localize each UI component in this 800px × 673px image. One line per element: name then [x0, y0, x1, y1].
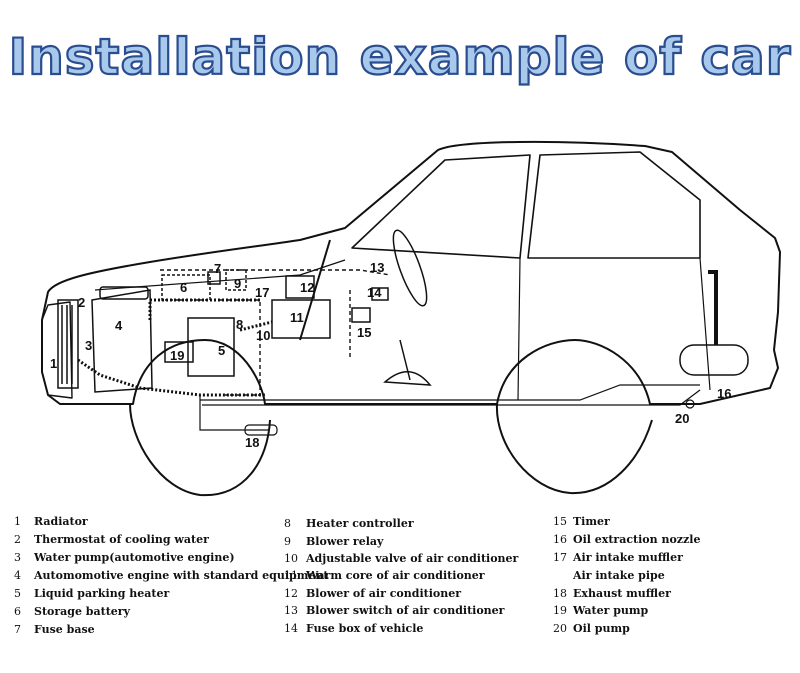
legend-item-2: 2 Thermostat of cooling water [14, 532, 209, 548]
legend-item-15: 15 Timer [553, 514, 610, 530]
legend-number: 15 [553, 515, 567, 528]
legend-text: Thermostat of cooling water [34, 533, 209, 546]
legend-number: 4 [14, 569, 21, 582]
legend-text: Air intake pipe [573, 569, 665, 582]
coolant-hoses [77, 298, 273, 397]
legend-number: 14 [284, 622, 298, 635]
legend-text: Exhaust muffler [573, 587, 671, 600]
heater-unit-shape [187, 317, 235, 377]
legend-item-16: 16 Oil extraction nozzle [553, 532, 700, 548]
legend-text: Storage battery [34, 605, 130, 618]
callout-18: 18 [245, 435, 259, 450]
callout-13: 13 [370, 260, 384, 275]
callout-5: 5 [218, 343, 225, 358]
legend-text: Blower relay [306, 535, 384, 548]
legend-number: 9 [284, 535, 291, 548]
legend-text: Oil extraction nozzle [573, 533, 701, 546]
legend-number: 12 [284, 587, 298, 600]
legend-item-3: 3 Water pump(automotive engine) [14, 550, 235, 566]
car-body [41, 140, 781, 497]
legend-text: Air intake muffler [573, 551, 683, 564]
legend-number: 18 [553, 587, 567, 600]
legend-number: 16 [553, 533, 567, 546]
legend-number: 13 [284, 604, 298, 617]
legend-number: 2 [14, 533, 21, 546]
callout-16: 16 [717, 386, 731, 401]
legend-number: 19 [553, 604, 567, 617]
legend-number: 8 [284, 517, 291, 530]
legend-text: Water pump [573, 604, 649, 617]
legend-item-5: 5 Liquid parking heater [14, 586, 169, 602]
legend-text: Liquid parking heater [34, 587, 170, 600]
legend-text: Fuse box of vehicle [306, 622, 424, 635]
legend-number: 10 [284, 552, 298, 565]
legend-item-7: 7 Fuse base [14, 622, 95, 638]
legend-text: Warm core of air conditioner [306, 569, 485, 582]
callout-15: 15 [357, 325, 371, 340]
legend-item-13: 13 Blower switch of air conditioner [284, 603, 504, 619]
callout-6: 6 [180, 280, 187, 295]
callout-labels: 1 2 3 4 5 6 7 8 9 10 11 12 13 14 15 16 1… [50, 260, 731, 450]
legend-item-18: 18 Exhaust muffler [553, 586, 671, 602]
legend-text: Oil pump [573, 622, 630, 635]
fuel-line [199, 384, 701, 436]
callout-17: 17 [255, 285, 269, 300]
legend-text: Fuse base [34, 623, 95, 636]
callout-20: 20 [675, 411, 689, 426]
legend-item-17: 17 Air intake muffler [553, 550, 683, 566]
callout-9: 9 [234, 276, 241, 291]
legend-item-20: 20 Oil pump [553, 621, 630, 637]
legend-text: Water pump(automotive engine) [34, 551, 235, 564]
legend-number: 7 [14, 623, 21, 636]
callout-2: 2 [78, 295, 85, 310]
legend-text: Radiator [34, 515, 88, 528]
legend-item-8: 8 Heater controller [284, 516, 414, 532]
legend-item-4: 4 Automomotive engine with standard equip… [14, 568, 328, 584]
callout-12: 12 [300, 280, 314, 295]
legend-number: 3 [14, 551, 21, 564]
legend-item-12: 12 Blower of air conditioner [284, 586, 461, 602]
callout-3: 3 [85, 338, 92, 353]
legend-text: Automomotive engine with standard equipm… [34, 569, 329, 582]
radiator-shape [57, 299, 79, 389]
legend-number: 17 [553, 551, 567, 564]
legend-number: 5 [14, 587, 21, 600]
legend-number: 1 [14, 515, 21, 528]
legend-number: 20 [553, 622, 567, 635]
legend-text: Heater controller [306, 517, 414, 530]
diagram-title: Installation example of car [7, 27, 792, 87]
legend-number: 6 [14, 605, 21, 618]
wiring-lines [160, 269, 391, 396]
legend-item-14: 14 Fuse box of vehicle [284, 621, 423, 637]
callout-7: 7 [214, 261, 221, 276]
legend-text: Blower switch of air conditioner [306, 604, 505, 617]
legend-item-17b: Air intake pipe [553, 568, 665, 584]
legend-number: 11 [284, 569, 298, 582]
callout-14: 14 [367, 285, 382, 300]
engine-bay-components [57, 229, 749, 393]
legend-item-10: 10 Adjustable valve of air conditioner [284, 551, 518, 567]
legend-item-11: 11 Warm core of air conditioner [284, 568, 485, 584]
legend-item-9: 9 Blower relay [284, 534, 383, 550]
callout-10: 10 [256, 328, 270, 343]
callout-1: 1 [50, 356, 57, 371]
legend-text: Blower of air conditioner [306, 587, 462, 600]
callout-8: 8 [236, 317, 243, 332]
callout-4: 4 [115, 318, 123, 333]
legend-item-19: 19 Water pump [553, 603, 648, 619]
callout-19: 19 [170, 348, 184, 363]
legend-item-1: 1 Radiator [14, 514, 88, 530]
legend-item-6: 6 Storage battery [14, 604, 130, 620]
callout-11: 11 [290, 310, 304, 325]
legend-text: Adjustable valve of air conditioner [306, 552, 519, 565]
legend-text: Timer [573, 515, 610, 528]
